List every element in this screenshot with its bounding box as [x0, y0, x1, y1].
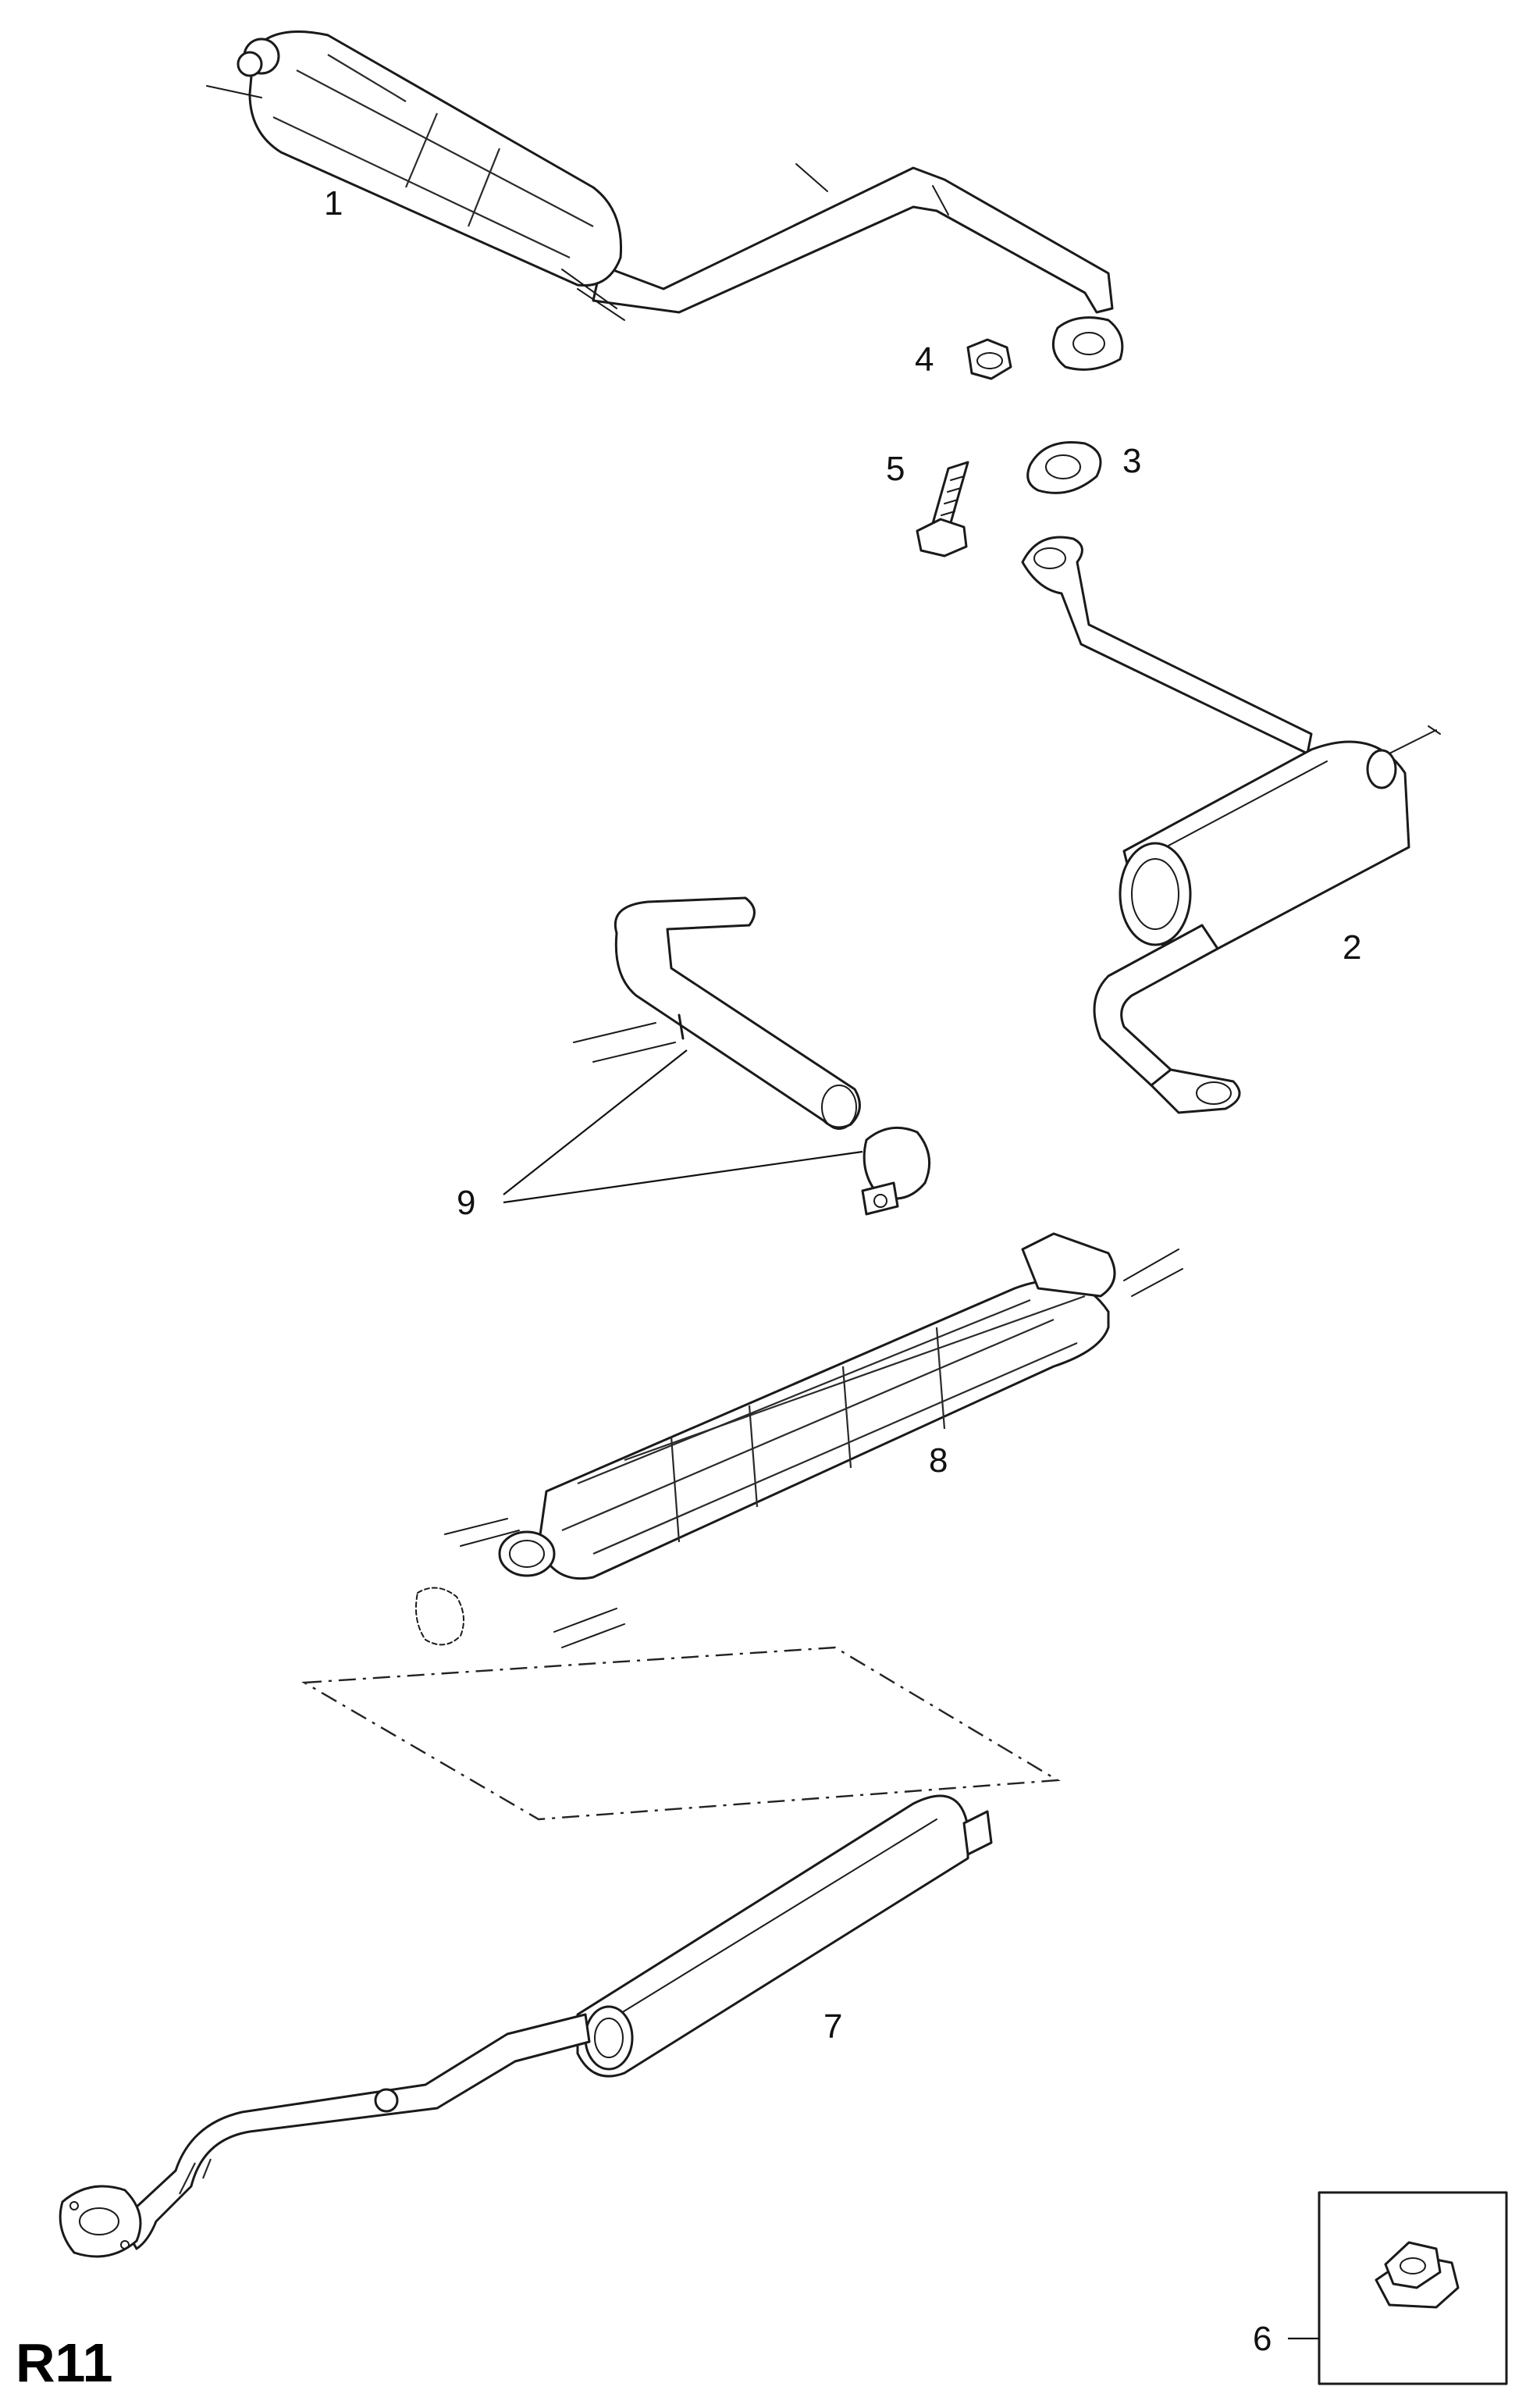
- callout-9: 9: [457, 1184, 475, 1222]
- part-8-centre-silencer[interactable]: [415, 1232, 1183, 1648]
- part-6-nut-detail-box[interactable]: [1318, 2191, 1508, 2385]
- part-3-gasket[interactable]: [1026, 441, 1102, 494]
- callout-1: 1: [324, 184, 343, 223]
- page-code: R11: [16, 2332, 113, 2393]
- dashed-reference-frame: [301, 1646, 1061, 1821]
- leader-lines: [503, 1049, 1319, 2340]
- callout-2: 2: [1343, 928, 1361, 967]
- part-1-front-muffler-pipe[interactable]: [206, 30, 1124, 371]
- part-5-bolt[interactable]: [916, 461, 969, 557]
- part-4-nut[interactable]: [966, 338, 1012, 380]
- callout-3: 3: [1122, 442, 1141, 480]
- callout-7: 7: [823, 2007, 842, 2046]
- part-2-rear-muffler[interactable]: [1021, 536, 1441, 1114]
- callout-6: 6: [1253, 2320, 1272, 2358]
- part-9-intermediate-pipe-clamp[interactable]: [573, 896, 931, 1216]
- callout-8: 8: [929, 1441, 948, 1480]
- callout-4: 4: [915, 340, 934, 379]
- part-7-front-pipe-muffler[interactable]: [59, 1794, 993, 2258]
- callout-5: 5: [886, 450, 905, 488]
